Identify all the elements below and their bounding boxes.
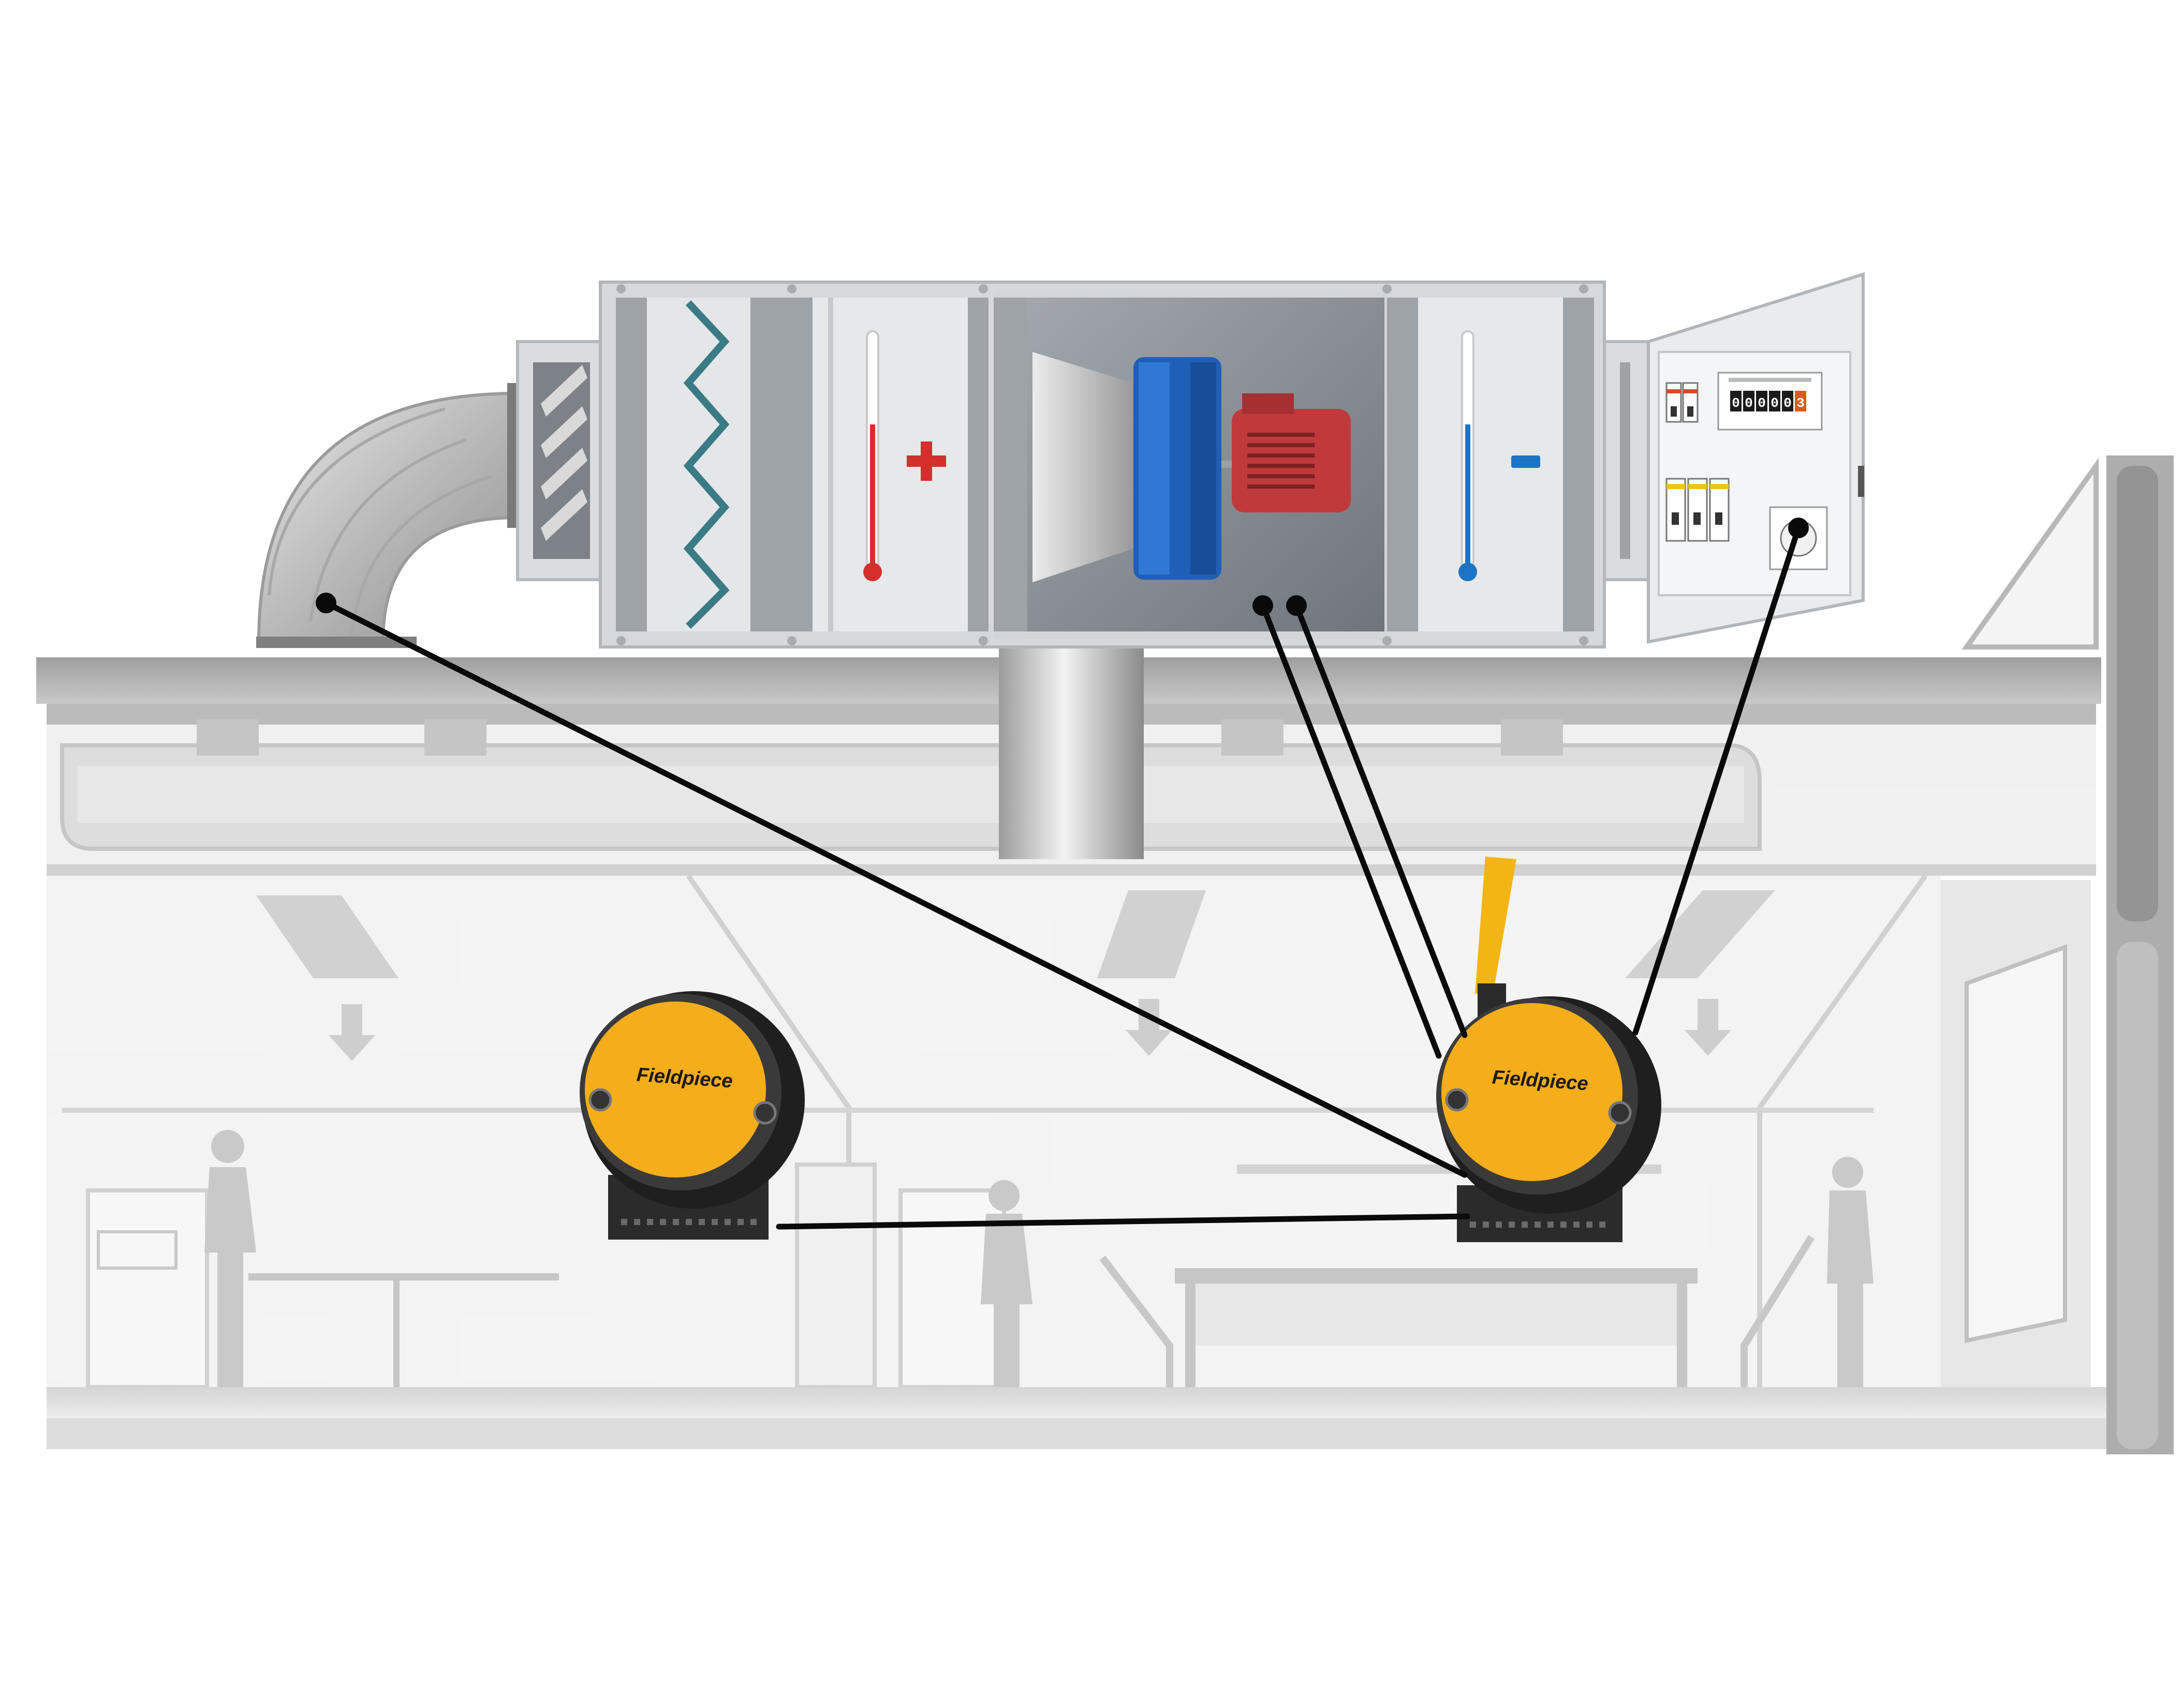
logger-screw <box>753 1101 777 1125</box>
fan-motor <box>1232 409 1351 512</box>
logger-connector-pins <box>621 1219 757 1225</box>
duct-flange <box>256 637 417 648</box>
ceiling-vent <box>256 895 399 978</box>
logger-screw <box>588 1088 612 1112</box>
probe-wires <box>323 525 1802 1230</box>
control-panel-probe <box>1788 518 1809 538</box>
breaker-row <box>1665 478 1730 542</box>
wire-fan-probe-2 <box>1293 602 1468 1038</box>
meter-digit: 0 <box>1783 395 1792 411</box>
floor-slab <box>47 1387 2106 1418</box>
supply-duct <box>999 647 1144 859</box>
logger-face <box>1441 1003 1623 1181</box>
wire-logger-link <box>776 1213 1470 1230</box>
motor-cooling-fins <box>1247 433 1315 489</box>
person-silhouette <box>981 1180 1032 1392</box>
ceiling-vent <box>1097 890 1206 978</box>
logger-screw <box>1445 1088 1469 1112</box>
breaker-row <box>1665 382 1699 423</box>
meter-digit: 0 <box>1732 395 1740 411</box>
duct-inlet-probe <box>316 593 336 613</box>
meter-digit: 3 <box>1796 395 1805 411</box>
wire-duct-inlet <box>323 600 1468 1178</box>
meter-digit: 0 <box>1771 395 1779 411</box>
wire-control-panel <box>1632 525 1802 1036</box>
damper-louvers <box>541 365 587 541</box>
person-silhouette <box>204 1130 256 1397</box>
table <box>248 1273 559 1280</box>
fan-section-probe-2 <box>1286 595 1307 616</box>
cooling-minus-icon <box>1511 455 1540 468</box>
meter-digit: 0 <box>1758 395 1766 411</box>
fan-inlet-cone <box>1032 352 1133 582</box>
probe-points <box>316 518 1809 616</box>
airflow-arrow-icon <box>329 1004 375 1061</box>
person-silhouette <box>1827 1157 1874 1397</box>
logger-connector-pins <box>1470 1221 1605 1228</box>
door <box>86 1188 209 1389</box>
fan-section-probe-1 <box>1252 595 1273 616</box>
meter-digit: 0 <box>1745 395 1753 411</box>
filter-media <box>683 300 730 629</box>
airflow-arrow-icon <box>1685 999 1731 1056</box>
intake-duct-elbow <box>256 383 528 648</box>
airflow-arrow-icon <box>1126 999 1172 1056</box>
window <box>1965 944 2067 1343</box>
logger-screw <box>1608 1101 1632 1125</box>
data-logger-left: Fieldpiece <box>580 991 805 1240</box>
casing-bolts <box>616 284 1588 645</box>
logger-face <box>585 1002 766 1177</box>
table <box>1175 1268 1698 1284</box>
air-handling-unit: 0 0 0 0 0 3 <box>516 272 1865 649</box>
antenna <box>1475 857 1516 994</box>
wire-fan-probe-1 <box>1260 602 1442 1059</box>
meter-display: 0 0 0 0 0 3 <box>1730 391 1806 411</box>
electrical-control-panel: 0 0 0 0 0 3 <box>1647 272 1865 644</box>
data-logger-right: Fieldpiece <box>1436 857 1661 1242</box>
panel-door-handle <box>1858 466 1864 497</box>
